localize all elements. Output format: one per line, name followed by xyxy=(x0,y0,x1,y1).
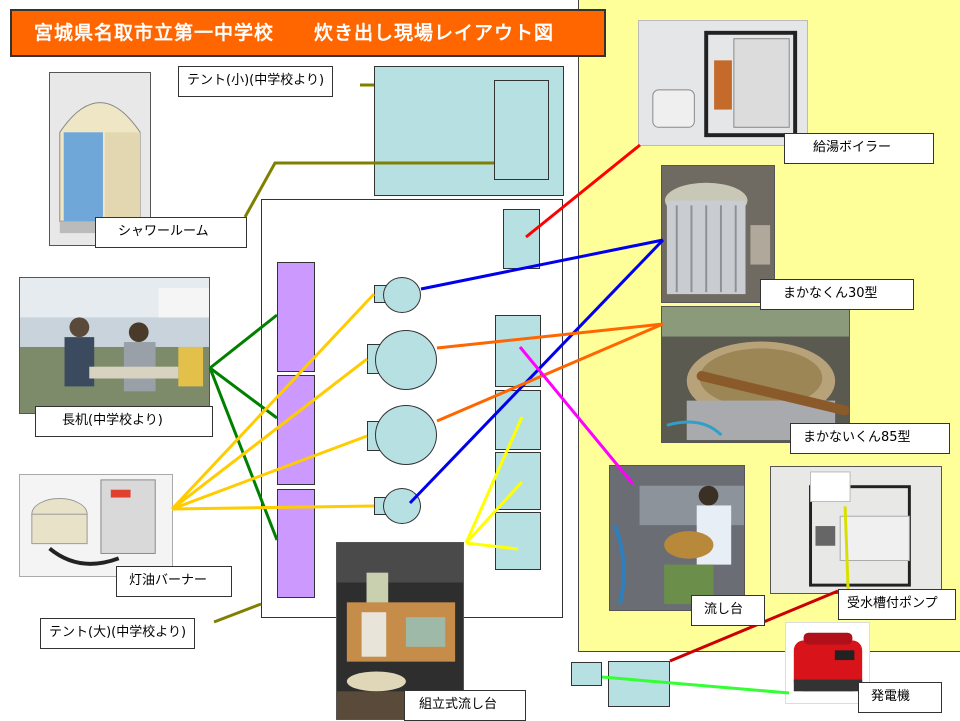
sink-unit-4 xyxy=(495,512,541,570)
makanakun30-photo xyxy=(661,165,775,303)
long-desk-2 xyxy=(277,375,315,485)
label-shower-room: シャワールーム xyxy=(95,217,247,248)
label-sink: 流し台 xyxy=(691,595,765,626)
burner-2 xyxy=(375,330,437,390)
boiler-slot xyxy=(503,209,540,269)
tent-small-inner xyxy=(494,80,549,180)
page-title: 宮城県名取市立第一中学校 炊き出し現場レイアウト図 xyxy=(10,9,606,57)
sink-photo xyxy=(609,465,745,611)
label-assembly-sink: 組立式流し台 xyxy=(404,690,526,721)
label-water-boiler: 給湯ボイラー xyxy=(784,133,934,164)
long-desk-1 xyxy=(277,262,315,372)
shower-room-photo xyxy=(49,72,151,246)
pump-photo xyxy=(770,466,942,594)
kerosene-burner-photo xyxy=(19,474,173,577)
water-boiler-photo xyxy=(638,20,808,146)
long-desk-photo xyxy=(19,277,210,414)
label-tent-large: テント(大)(中学校より) xyxy=(40,618,196,649)
sink-unit-1 xyxy=(495,315,541,387)
burner-3 xyxy=(375,405,437,465)
label-long-desk: 長机(中学校より) xyxy=(35,406,213,437)
long-desk-3 xyxy=(277,489,315,598)
label-tent-small: テント(小)(中学校より) xyxy=(178,66,334,97)
line-tent-large xyxy=(213,602,262,624)
burner-1 xyxy=(383,277,421,313)
sink-unit-3 xyxy=(495,452,541,510)
label-kerosene-burner: 灯油バーナー xyxy=(116,566,232,597)
label-makanakun30: まかなくん30型 xyxy=(760,279,914,310)
generator-slot-small xyxy=(571,662,602,686)
sink-unit-2 xyxy=(495,390,541,450)
label-generator: 発電機 xyxy=(858,682,942,713)
label-makanaikun85: まかないくん85型 xyxy=(790,423,950,454)
burner-4 xyxy=(383,488,421,524)
label-pump: 受水槽付ポンプ xyxy=(838,589,956,620)
generator-slot xyxy=(608,661,670,707)
